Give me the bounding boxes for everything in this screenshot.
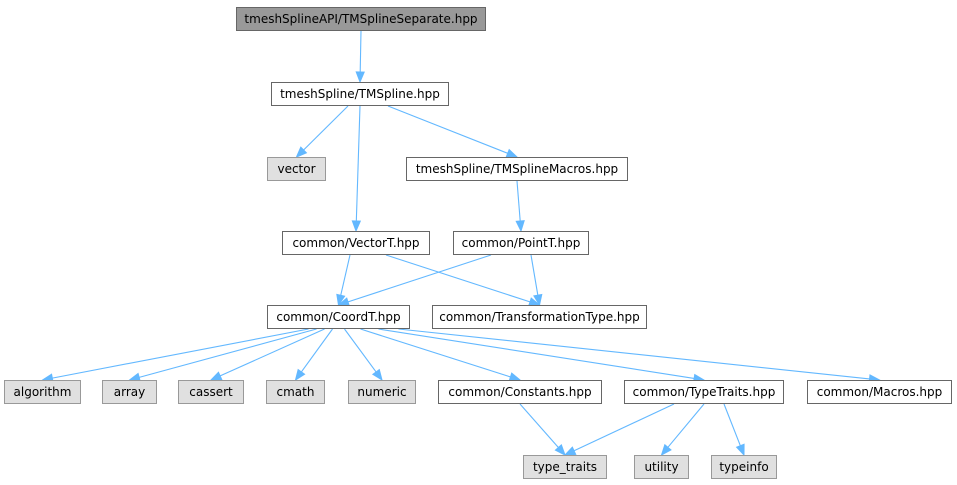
node-cassert: cassert [178,380,244,404]
arrowhead-tmspline-to-vectorT [351,220,362,233]
edge-constants-to-type_traits [519,403,559,448]
edge-pointT-to-transform [530,254,539,296]
node-vectort-hpp[interactable]: common/VectorT.hpp [282,231,430,255]
node-typetraits-hpp[interactable]: common/TypeTraits.hpp [624,380,784,404]
edge-separate-to-tmspline [359,30,362,73]
arrowhead-coordT-to-cmath [294,368,306,382]
arrowhead-typetraits-to-type_traits [563,446,577,456]
node-numeric: numeric [348,380,416,404]
node-tmsplineseparate-hpp[interactable]: tmeshSplineAPI/TMSplineSeparate.hpp [236,7,486,31]
arrowhead-pointT-to-transform [533,293,543,307]
node-macros-hpp[interactable]: common/Macros.hpp [807,380,952,404]
edge-coordT-to-cmath [300,328,333,373]
edge-tmspline-to-macros_tms [387,105,508,154]
node-constants-hpp[interactable]: common/Constants.hpp [438,380,602,404]
node-array: array [102,380,157,404]
edge-coordT-to-typetraits [378,328,695,379]
node-coordt-hpp[interactable]: common/CoordT.hpp [267,305,410,329]
edge-vectorT-to-coordT [340,254,351,296]
arrowhead-separate-to-tmspline [355,71,365,84]
edge-coordT-to-array [139,328,317,378]
edge-coordT-to-constants [360,328,511,378]
edge-coordT-to-cassert [219,328,325,377]
edge-typetraits-to-type_traits [573,403,675,452]
edge-coordT-to-algorithm [52,328,309,379]
node-type-traits: type_traits [523,455,607,479]
edge-typetraits-to-utility [667,403,705,448]
node-typeinfo: typeinfo [711,455,777,479]
arrowhead-tmspline-to-vector [295,146,308,158]
arrowhead-constants-to-type_traits [554,443,566,457]
arrowhead-typetraits-to-typeinfo [735,443,745,457]
edge-pointT-to-coordT [347,254,492,303]
node-transformationtype-hpp[interactable]: common/TransformationType.hpp [432,305,647,329]
node-pointt-hpp[interactable]: common/PointT.hpp [453,231,589,255]
node-tmspline-hpp[interactable]: tmeshSpline/TMSpline.hpp [271,82,449,106]
edge-typetraits-to-typeinfo [723,403,741,446]
edge-vectorT-to-transform [385,254,531,303]
edge-coordT-to-numeric [344,328,377,373]
edge-coordT-to-macros [398,328,870,380]
edge-macros_tms-to-pointT [516,180,521,222]
node-algorithm: algorithm [4,380,81,404]
arrowhead-typetraits-to-utility [660,443,672,457]
arrowhead-vectorT-to-coordT [336,293,346,307]
arrowhead-coordT-to-cassert [209,371,223,381]
node-tmsplinemacros-hpp[interactable]: tmeshSpline/TMSplineMacros.hpp [406,157,628,181]
node-vector: vector [267,157,326,181]
arrowhead-macros_tms-to-pointT [515,220,525,233]
edge-tmspline-to-vectorT [355,105,361,222]
arrowhead-tmspline-to-macros_tms [505,148,519,158]
node-utility: utility [634,455,689,479]
edge-tmspline-to-vector [303,105,349,151]
node-cmath: cmath [266,380,325,404]
arrowhead-coordT-to-numeric [371,368,383,382]
